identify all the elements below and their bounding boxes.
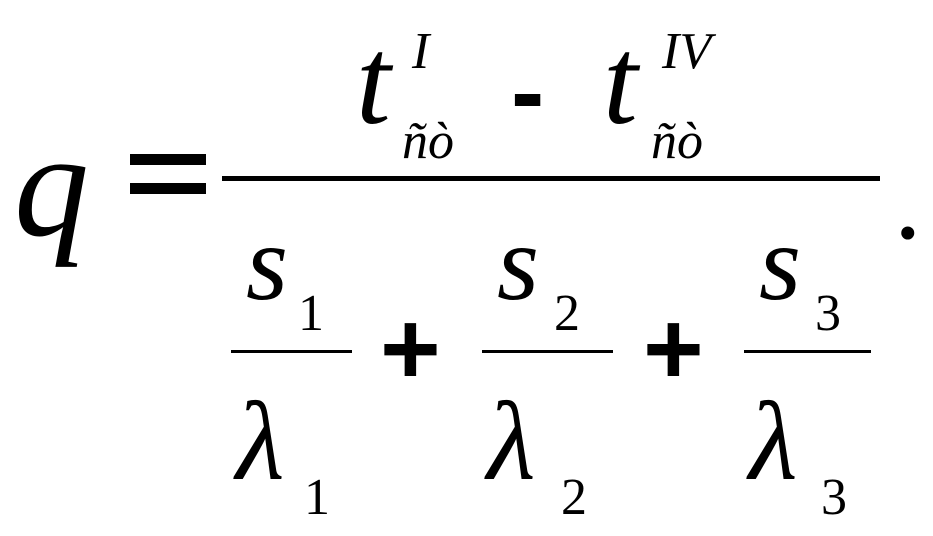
fraction-1-denominator-index: 1 <box>304 469 330 526</box>
variable-q: q <box>14 102 89 268</box>
fraction-2-denominator: λ <box>487 380 536 504</box>
fraction-2-numerator-index: 2 <box>554 285 580 342</box>
fraction-1-denominator: λ <box>236 380 285 504</box>
main-fraction-bar <box>222 176 880 181</box>
fraction-2-bar <box>482 350 613 353</box>
numerator-term1-base: t <box>356 13 391 151</box>
minus-sign: - <box>511 36 545 148</box>
fraction-3-bar <box>744 350 871 353</box>
fraction-1-numerator-index: 1 <box>298 285 324 342</box>
numerator-term1-superscript: I <box>412 23 430 80</box>
fraction-1-bar <box>231 350 352 353</box>
plus-sign-2: + <box>643 291 704 407</box>
fraction-2-denominator-index: 2 <box>561 469 587 526</box>
period: . <box>894 140 922 262</box>
numerator-term1-subscript: ñò <box>402 113 454 170</box>
numerator-term2-subscript: ñò <box>651 113 703 170</box>
fraction-3-numerator: s <box>759 204 802 323</box>
numerator-term2-superscript: IV <box>662 23 712 80</box>
fraction-3-denominator: λ <box>749 380 798 504</box>
numerator-term2-base: t <box>603 13 638 151</box>
fraction-3-denominator-index: 3 <box>821 469 847 526</box>
fraction-1-numerator: s <box>246 204 289 323</box>
fraction-3-numerator-index: 3 <box>815 285 841 342</box>
plus-sign-1: + <box>380 291 441 407</box>
fraction-2-numerator: s <box>497 204 540 323</box>
